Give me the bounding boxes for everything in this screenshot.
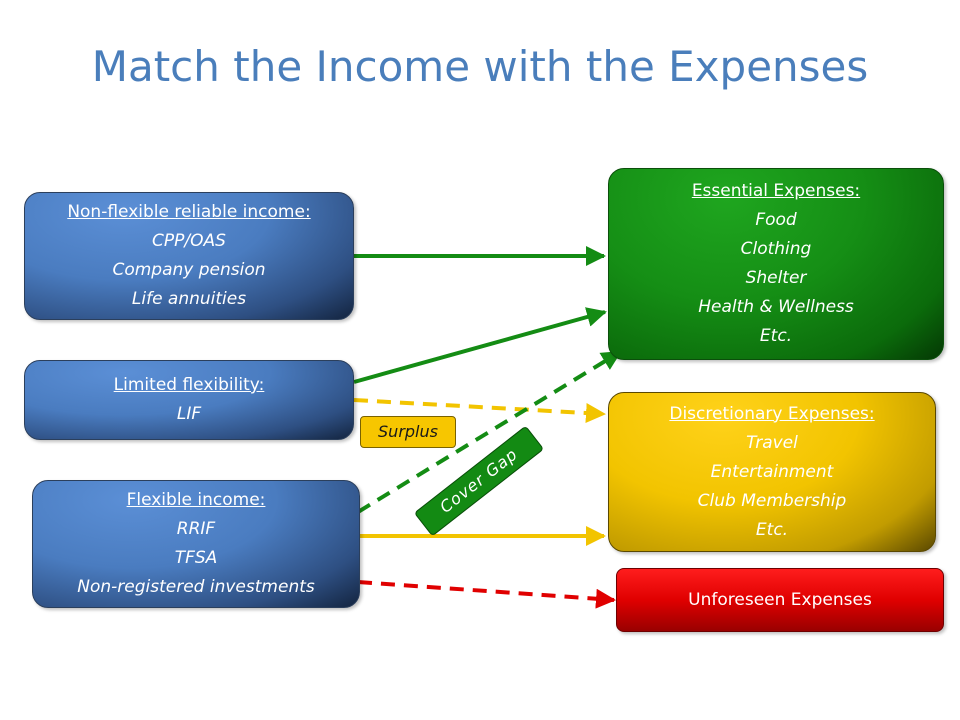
slide-title: Match the Income with the Expenses bbox=[91, 42, 869, 91]
surplus-label: Surplus bbox=[360, 416, 456, 448]
arrow-flexible-to-unforeseen bbox=[357, 580, 616, 609]
income-nonflexible-heading: Non-flexible reliable income: bbox=[67, 202, 311, 222]
arrow-flexible-to-essential-gap bbox=[356, 350, 622, 514]
expense-item: Etc. bbox=[755, 519, 789, 540]
income-item: TFSA bbox=[174, 548, 218, 568]
income-item: RRIF bbox=[176, 519, 216, 539]
expense-essential-box: Essential Expenses: Food Clothing Shelte… bbox=[608, 168, 944, 360]
expense-item: Etc. bbox=[759, 326, 793, 346]
income-item: Life annuities bbox=[131, 289, 247, 309]
expense-item: Club Membership bbox=[697, 490, 847, 511]
income-item: Company pension bbox=[112, 260, 266, 280]
income-limited-heading: Limited flexibility: bbox=[113, 375, 265, 395]
expense-item: Shelter bbox=[745, 268, 807, 288]
expense-item: Entertainment bbox=[710, 461, 834, 482]
expense-item: Food bbox=[755, 210, 797, 230]
expense-unforeseen-label: Unforeseen Expenses bbox=[688, 589, 872, 610]
income-limited-box: Limited flexibility: LIF bbox=[24, 360, 354, 440]
expense-item: Health & Wellness bbox=[698, 297, 854, 317]
expense-discretionary-box: Discretionary Expenses: Travel Entertain… bbox=[608, 392, 936, 552]
arrow-limited-to-essential bbox=[353, 307, 607, 384]
expense-unforeseen-box: Unforeseen Expenses bbox=[616, 568, 944, 632]
income-item: CPP/OAS bbox=[152, 231, 226, 251]
expense-essential-heading: Essential Expenses: bbox=[691, 181, 861, 201]
income-flexible-heading: Flexible income: bbox=[126, 490, 266, 510]
income-flexible-box: Flexible income: RRIF TFSA Non-registere… bbox=[32, 480, 360, 608]
expense-item: Clothing bbox=[740, 239, 812, 259]
income-item: Non-registered investments bbox=[77, 577, 315, 597]
expense-item: Travel bbox=[746, 432, 798, 453]
arrow-limited-to-discretionary bbox=[353, 398, 606, 423]
income-nonflexible-box: Non-flexible reliable income: CPP/OAS Co… bbox=[24, 192, 354, 320]
income-item: LIF bbox=[176, 404, 202, 424]
expense-discretionary-heading: Discretionary Expenses: bbox=[669, 403, 875, 424]
